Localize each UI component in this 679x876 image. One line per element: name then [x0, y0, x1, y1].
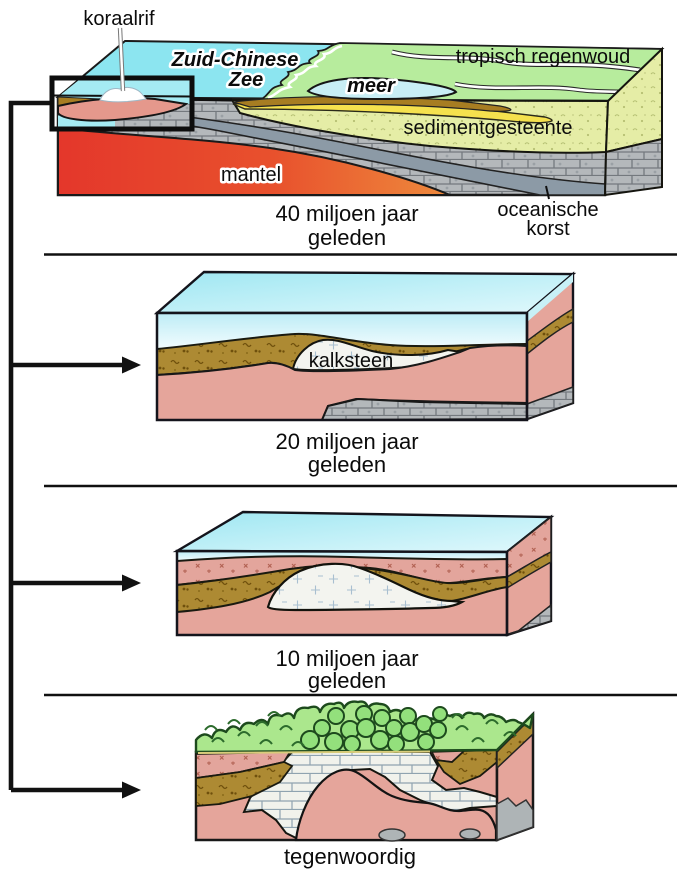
caption-20mya-line2: geleden: [308, 452, 386, 477]
lake: [306, 77, 458, 101]
sea-top-face: [153, 270, 577, 315]
coastline-highlight: [267, 44, 343, 100]
shrub-marks: [204, 711, 517, 747]
label-kalksteen: kalksteen: [309, 350, 394, 372]
arrowhead-icon: [122, 574, 141, 592]
caption-10mya-line2: geleden: [308, 668, 386, 693]
label-lake: meer: [347, 75, 396, 97]
arrow-to-panel2: [11, 356, 141, 374]
timeline-connector: [8, 100, 141, 799]
gray-rock-blob: [459, 828, 481, 840]
coral-reef: [99, 86, 147, 103]
panel-10-million-years: 10 miljoen jaar geleden: [172, 510, 555, 693]
side-olive-band: [526, 307, 574, 356]
block-outline: [155, 311, 529, 422]
caption-10mya-line1: 10 miljoen jaar: [275, 646, 418, 671]
side-water-sliver: [527, 274, 573, 322]
arrow-to-panel4: [11, 781, 141, 799]
caption-40mya-line2: geleden: [308, 225, 386, 250]
mantle-layer: [57, 126, 451, 196]
salmon-intrusion-dome: [294, 768, 498, 842]
side-gray-rocks: [496, 797, 534, 842]
left-olive-band: [195, 761, 294, 807]
oceanic-crust-tick: [545, 185, 550, 200]
label-mantle: mantel: [221, 164, 281, 186]
coral-reef-inset: [49, 27, 195, 132]
arrowhead-icon: [122, 356, 141, 374]
caption-present: tegenwoordig: [284, 844, 416, 869]
side-crust-corner: [508, 603, 552, 635]
karst-limestone: [242, 749, 498, 840]
label-koraalrif: koraalrif: [83, 8, 155, 30]
label-rainforest: tropisch regenwoud: [456, 46, 631, 68]
label-oceanic-line1: oceanische: [497, 199, 598, 221]
connector-spine: [8, 100, 52, 790]
sea-top-face: [172, 510, 555, 554]
panel-present-day: tegenwoordig: [194, 700, 535, 869]
label-sediment: sedimentgesteente: [403, 117, 572, 139]
sea-front-face: [157, 313, 527, 349]
side-olive-band: [496, 714, 534, 770]
caption-20mya-line1: 20 miljoen jaar: [275, 429, 418, 454]
side-face-crust: [603, 137, 663, 197]
arrow-to-panel3: [11, 574, 141, 592]
limestone-dome: [266, 562, 466, 612]
river: [391, 50, 641, 72]
panel-40-million-years: koraalrif Zuid-Chinese Zee tropisch rege…: [49, 8, 665, 250]
panel-20-million-years: kalksteen 20 miljoen jaar geleden: [153, 270, 577, 477]
arrowhead-icon: [122, 781, 141, 799]
gray-rock-blob: [378, 828, 406, 842]
block-outline: [175, 549, 509, 637]
soil-line: [197, 750, 431, 754]
label-oceanic-line2: korst: [526, 218, 570, 240]
label-sea-line2: Zee: [228, 69, 263, 91]
caption-40mya-line1: 40 miljoen jaar: [275, 201, 418, 226]
label-sea-line1: Zuid-Chinese: [171, 49, 299, 71]
side-olive-band: [506, 550, 552, 590]
reef-pointer-line: [118, 27, 125, 92]
